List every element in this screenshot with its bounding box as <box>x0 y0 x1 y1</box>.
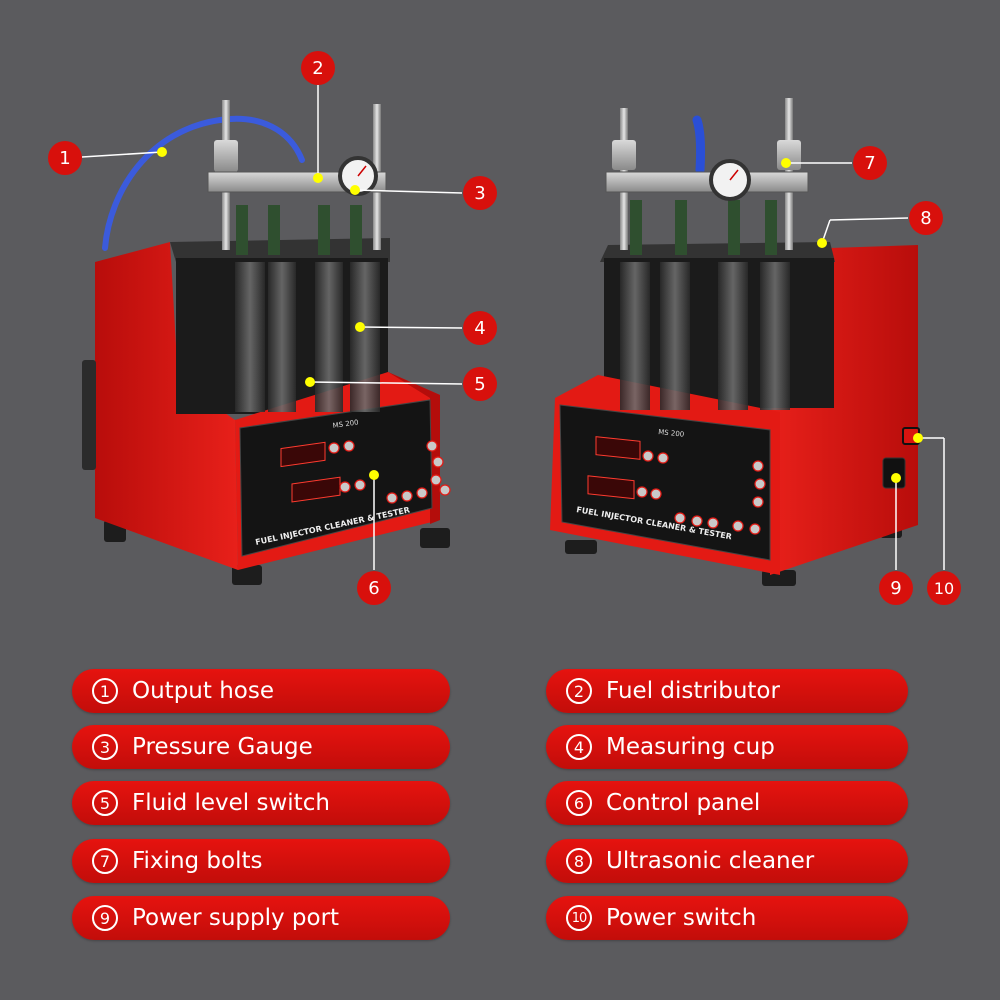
marker-2: 2 <box>301 51 335 85</box>
legend-number: 8 <box>566 848 592 874</box>
legend-item-ultrasonic-cleaner: 8 Ultrasonic cleaner <box>546 839 908 883</box>
marker-9: 9 <box>879 571 913 605</box>
measuring-cups <box>235 262 380 412</box>
legend-item-output-hose: 1 Output hose <box>72 669 450 713</box>
left-machine: MS 200 FUEL INJECTOR CLEANER & TESTER <box>82 100 451 585</box>
callout-lines <box>81 80 945 570</box>
svg-text:6: 6 <box>368 578 379 599</box>
legend-label: Fixing bolts <box>132 848 263 874</box>
left-foot <box>420 528 450 548</box>
svg-text:8: 8 <box>920 208 931 229</box>
legend-label: Ultrasonic cleaner <box>606 848 815 874</box>
marker-10: 10 <box>927 571 961 605</box>
marker-5: 5 <box>463 367 497 401</box>
svg-text:2: 2 <box>312 58 323 79</box>
model-label: MS 200 <box>658 428 685 439</box>
bolt-knob <box>612 140 636 170</box>
side-handle <box>82 360 96 470</box>
right-side-panel <box>770 245 918 575</box>
legend-item-control-panel: 6 Control panel <box>546 781 908 825</box>
svg-text:4: 4 <box>474 318 485 339</box>
legend-number: 4 <box>566 734 592 760</box>
legend-item-pressure-gauge: 3 Pressure Gauge <box>72 725 450 769</box>
output-hose <box>102 115 305 251</box>
legend-label: Pressure Gauge <box>132 734 313 760</box>
right-machine: MS 200 FUEL INJECTOR CLEANER & TESTER <box>550 98 920 586</box>
legend-item-measuring-cup: 4 Measuring cup <box>546 725 908 769</box>
svg-text:3: 3 <box>474 183 485 204</box>
left-side-panel <box>95 242 238 570</box>
legend-label: Measuring cup <box>606 734 775 760</box>
legend-item-power-switch: 10 Power switch <box>546 896 908 940</box>
legend-number: 6 <box>566 790 592 816</box>
svg-text:5: 5 <box>474 374 485 395</box>
legend-number: 3 <box>92 734 118 760</box>
injectors <box>236 205 362 255</box>
legend-label: Fluid level switch <box>132 790 330 816</box>
legend-number: 1 <box>92 678 118 704</box>
legend-item-fluid-level-switch: 5 Fluid level switch <box>72 781 450 825</box>
legend-item-power-supply-port: 9 Power supply port <box>72 896 450 940</box>
legend-item-fixing-bolts: 7 Fixing bolts <box>72 839 450 883</box>
marker-6: 6 <box>357 571 391 605</box>
marker-1: 1 <box>48 141 82 175</box>
legend-number: 9 <box>92 905 118 931</box>
legend-number: 10 <box>566 905 592 931</box>
legend-label: Power switch <box>606 905 757 931</box>
svg-text:7: 7 <box>864 153 875 174</box>
injectors <box>630 200 777 255</box>
svg-text:9: 9 <box>890 578 901 599</box>
measuring-cups <box>620 262 790 410</box>
led-display <box>595 436 641 460</box>
fuel-distributor <box>605 171 809 193</box>
legend-label: Control panel <box>606 790 761 816</box>
marker-3: 3 <box>463 176 497 210</box>
legend-number: 7 <box>92 848 118 874</box>
legend-label: Fuel distributor <box>606 678 780 704</box>
power-supply-port <box>882 457 906 489</box>
left-foot <box>232 565 262 585</box>
panel-buttons <box>328 440 451 504</box>
led-display <box>587 475 635 500</box>
marker-8: 8 <box>909 201 943 235</box>
bolt-knob <box>214 140 238 172</box>
product-diagram: MS 200 FUEL INJECTOR CLEANER & TESTER <box>48 51 961 605</box>
legend-label: Output hose <box>132 678 274 704</box>
right-foot <box>565 540 597 554</box>
legend-number: 2 <box>566 678 592 704</box>
legend-item-fuel-distributor: 2 Fuel distributor <box>546 669 908 713</box>
legend-number: 5 <box>92 790 118 816</box>
panel-buttons <box>636 450 766 535</box>
svg-text:10: 10 <box>934 579 954 598</box>
front-panel-edge <box>388 372 440 524</box>
marker-4: 4 <box>463 311 497 345</box>
model-label: MS 200 <box>332 418 359 430</box>
svg-text:1: 1 <box>59 148 70 169</box>
callout-dots <box>157 147 923 483</box>
hose-tip <box>692 115 706 175</box>
marker-7: 7 <box>853 146 887 180</box>
legend-label: Power supply port <box>132 905 340 931</box>
led-display <box>280 441 326 468</box>
